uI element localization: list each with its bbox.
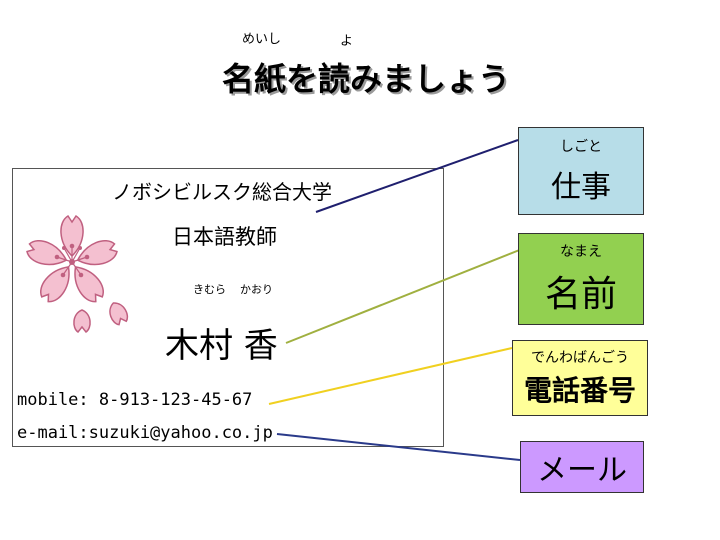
email-address: e-mail:suzuki@yahoo.co.jp: [17, 423, 273, 443]
label-name-text: 名前: [544, 274, 617, 315]
label-job-text: 仕事: [551, 170, 611, 205]
sakura-logo: [26, 214, 129, 334]
falling-petal: [109, 302, 129, 326]
job-title: 日本語教師: [172, 225, 277, 249]
university-name: ノボシビルスク総合大学: [112, 180, 332, 204]
label-phone-text: 電話番号: [523, 374, 636, 407]
label-mail-text: メール: [537, 453, 627, 488]
person-name: 木村 香: [165, 326, 278, 366]
line-phone: [268, 347, 513, 405]
label-job: しごと 仕事: [518, 127, 644, 215]
business-card: [12, 168, 444, 447]
label-phone: でんわばんごう 電話番号: [512, 340, 648, 416]
ruby-meishi: めいし: [242, 32, 282, 47]
label-name: なまえ 名前: [518, 233, 644, 325]
line-name: [285, 248, 523, 344]
line-job: [315, 139, 519, 213]
furigana-family: きむら: [193, 283, 226, 296]
mobile-number: mobile: 8-913-123-45-67: [17, 390, 253, 410]
label-mail: メール: [520, 441, 644, 493]
ruby-yo: よ: [340, 34, 354, 49]
sakura-flower: [26, 214, 118, 303]
label-name-ruby: なまえ: [560, 244, 602, 260]
furigana-given: かおり: [240, 283, 273, 296]
label-phone-ruby: でんわばんごう: [531, 350, 629, 366]
line-mail: [276, 433, 521, 461]
falling-petal: [73, 309, 91, 334]
page-title: 名紙を読みましょう: [222, 60, 511, 98]
label-job-ruby: しごと: [560, 139, 602, 155]
